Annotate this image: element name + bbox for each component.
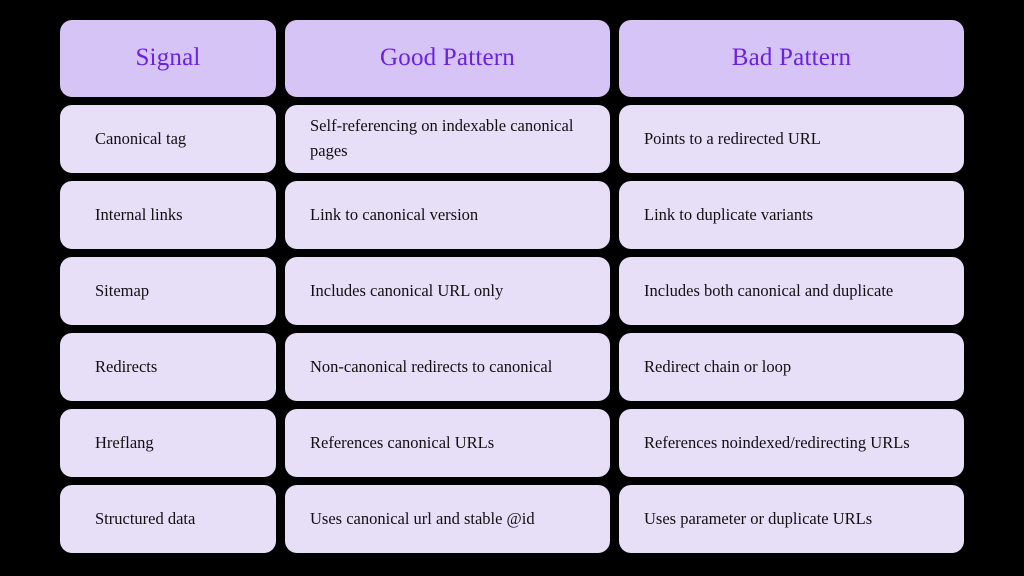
table-header-cell-good-pattern: Good Pattern (285, 20, 610, 97)
table-header-row: Signal Good Pattern Bad Pattern (60, 20, 964, 97)
table-header-cell-signal: Signal (60, 20, 276, 97)
table-header-cell-bad-pattern: Bad Pattern (619, 20, 964, 97)
table-row: Canonical tag Self-referencing on indexa… (60, 105, 964, 173)
table-header-label-signal: Signal (135, 44, 201, 72)
table-header-label-bad-pattern: Bad Pattern (731, 44, 852, 72)
table-cell-signal: Internal links (60, 181, 276, 249)
table-cell-good-pattern: Non-canonical redirects to canonical (285, 333, 610, 401)
table-cell-text: Uses parameter or duplicate URLs (644, 508, 873, 528)
table-cell-bad-pattern: Redirect chain or loop (619, 333, 964, 401)
table-cell-signal: Sitemap (60, 257, 276, 325)
comparison-table: Signal Good Pattern Bad Pattern Canonica… (60, 20, 964, 558)
table-cell-text: Redirects (95, 356, 158, 376)
table-cell-bad-pattern: Includes both canonical and duplicate (619, 257, 964, 325)
table-cell-bad-pattern: Link to duplicate variants (619, 181, 964, 249)
table-cell-text: References noindexed/redirecting URLs (644, 432, 910, 452)
table-cell-text: Non-canonical redirects to canonical (310, 356, 553, 376)
table-cell-text: Structured data (95, 508, 196, 528)
table-row: Internal links Link to canonical version… (60, 181, 964, 249)
table-cell-text: Hreflang (95, 432, 154, 452)
table-cell-text: Includes canonical URL only (310, 280, 504, 300)
table-cell-text: Canonical tag (95, 128, 187, 148)
table-cell-text: Internal links (95, 204, 183, 224)
table-cell-signal: Redirects (60, 333, 276, 401)
table-cell-good-pattern: Link to canonical version (285, 181, 610, 249)
table-cell-bad-pattern: References noindexed/redirecting URLs (619, 409, 964, 477)
table-cell-signal: Canonical tag (60, 105, 276, 173)
table-cell-signal: Structured data (60, 485, 276, 553)
table-row: Structured data Uses canonical url and s… (60, 485, 964, 553)
table-cell-good-pattern: Self-referencing on indexable canonical … (285, 105, 610, 173)
table-cell-text: References canonical URLs (310, 432, 495, 452)
table-row: Sitemap Includes canonical URL only Incl… (60, 257, 964, 325)
table-cell-signal: Hreflang (60, 409, 276, 477)
table-cell-text: Self-referencing on indexable canonical … (310, 116, 574, 160)
table-cell-text: Link to canonical version (310, 204, 479, 224)
table-row: Hreflang References canonical URLs Refer… (60, 409, 964, 477)
table-cell-text: Redirect chain or loop (644, 356, 792, 376)
table-cell-text: Uses canonical url and stable @id (310, 508, 535, 528)
table-cell-bad-pattern: Points to a redirected URL (619, 105, 964, 173)
table-header-label-good-pattern: Good Pattern (379, 44, 516, 72)
table-cell-good-pattern: Includes canonical URL only (285, 257, 610, 325)
table-cell-text: Includes both canonical and duplicate (644, 280, 894, 300)
table-cell-text: Sitemap (95, 280, 150, 300)
table-cell-good-pattern: References canonical URLs (285, 409, 610, 477)
table-cell-bad-pattern: Uses parameter or duplicate URLs (619, 485, 964, 553)
table-row: Redirects Non-canonical redirects to can… (60, 333, 964, 401)
table-cell-text: Link to duplicate variants (644, 204, 814, 224)
table-cell-good-pattern: Uses canonical url and stable @id (285, 485, 610, 553)
table-cell-text: Points to a redirected URL (644, 128, 821, 148)
